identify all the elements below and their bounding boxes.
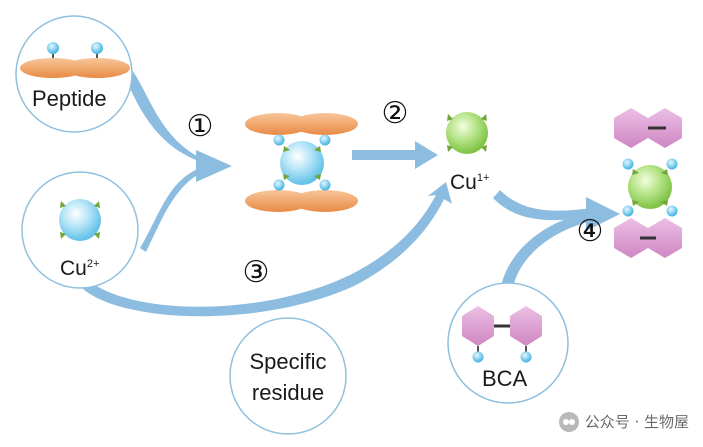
watermark: 公众号 · 生物屋 <box>558 411 689 432</box>
watermark-text: 公众号 · 生物屋 <box>584 413 689 431</box>
cu2-label: Cu2+ <box>60 257 99 281</box>
cu1-label: Cu1+ <box>450 171 489 195</box>
arrow-cu2-to-complex <box>140 166 208 252</box>
step-2-marker: ② <box>382 97 409 130</box>
wechat-icon <box>558 411 579 432</box>
arrowhead-step4 <box>586 197 620 231</box>
step-3-marker: ③ <box>243 256 270 289</box>
cu1-label-charge: 1+ <box>476 172 490 184</box>
arrow-peptide-to-complex <box>125 70 208 164</box>
cu2-ion-icon <box>59 199 101 241</box>
arrowhead-step1 <box>196 150 232 182</box>
cu2-label-base: Cu <box>60 257 87 280</box>
specific-residue-line1: Specific <box>249 349 327 374</box>
step-4-marker: ④ <box>577 215 604 248</box>
cu1-ion-icon <box>446 112 488 154</box>
bca-copper-complex-icon <box>614 108 682 258</box>
step-1-marker: ① <box>187 110 214 143</box>
cu2-label-charge: 2+ <box>86 258 100 270</box>
peptide-icon <box>20 42 130 78</box>
arrow-step3 <box>82 182 452 317</box>
peptide-label: Peptide <box>32 86 107 111</box>
bca-label: BCA <box>482 366 528 391</box>
bca-icon <box>462 306 542 363</box>
flow-arrows <box>82 70 620 317</box>
specific-residue-label: Specific residue <box>240 346 336 408</box>
cu1-label-base: Cu <box>450 171 477 194</box>
specific-residue-circle <box>229 317 347 435</box>
specific-residue-line2: residue <box>251 380 325 405</box>
arrow-cu1-to-product <box>493 190 592 221</box>
arrow-step2 <box>352 141 438 169</box>
peptide-copper-complex-icon <box>245 113 358 212</box>
